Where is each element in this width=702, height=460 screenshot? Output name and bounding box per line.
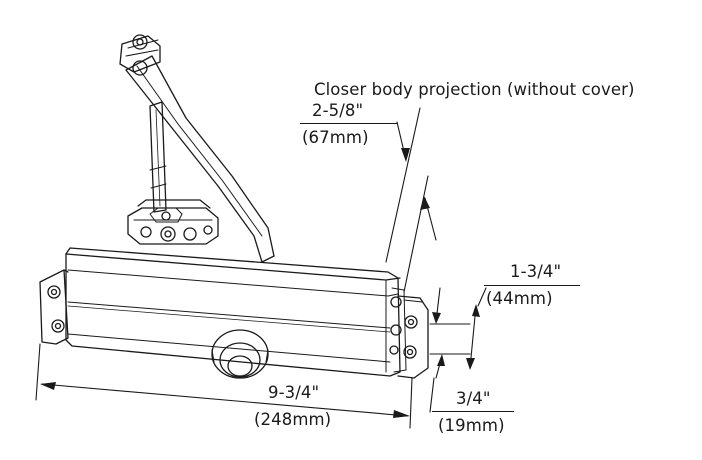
projection-underline (300, 123, 398, 124)
projection-imperial-label: 2-5/8" (312, 101, 364, 120)
offset-metric-label: (19mm) (438, 416, 505, 435)
length-metric-label: (248mm) (254, 410, 332, 429)
offset-dimension (429, 354, 445, 413)
pinion-cap (211, 329, 269, 379)
offset-underline (432, 411, 514, 412)
length-imperial-label: 9-3/4" (268, 383, 320, 402)
closer-body (65, 247, 407, 377)
height-metric-label: (44mm) (486, 289, 553, 308)
arm-bracket (127, 199, 219, 245)
projection-metric-label: (67mm) (302, 128, 369, 147)
length-dimension (35, 343, 413, 429)
height-imperial-label: 1-3/4" (510, 262, 562, 281)
projection-dimension (385, 107, 437, 293)
offset-imperial-label: 3/4" (456, 389, 491, 408)
left-end-bracket (39, 269, 69, 345)
closer-arm (119, 34, 275, 263)
right-end-bracket (397, 295, 429, 379)
height-dimension (429, 287, 487, 370)
height-underline (484, 285, 580, 286)
projection-title: Closer body projection (without cover) (314, 80, 635, 99)
